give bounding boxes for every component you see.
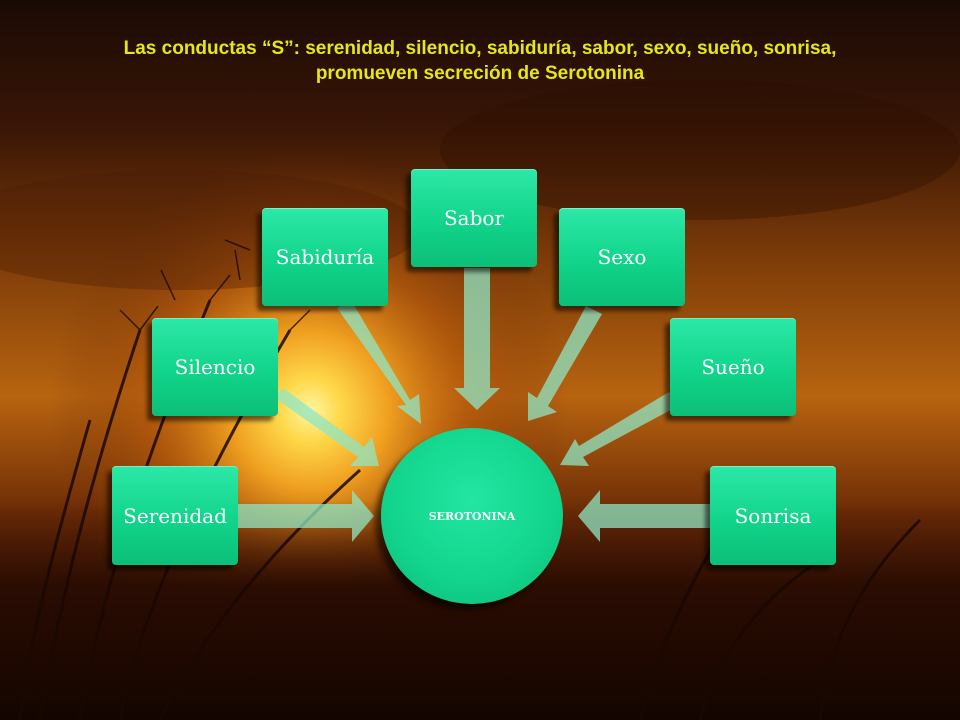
- node-label: Sabor: [443, 206, 505, 230]
- node-label: Sueño: [701, 355, 765, 379]
- arrow-sonrisa: [578, 490, 712, 542]
- center-node-serotonina: SEROTONINA: [381, 428, 563, 604]
- center-label: SEROTONINA: [428, 509, 516, 523]
- title-line-1: Las conductas “S”: serenidad, silencio, …: [123, 38, 837, 59]
- node-label: Sabiduría: [275, 245, 375, 269]
- arrow-sexo: [528, 306, 602, 421]
- arrow-sabiduria: [337, 300, 421, 424]
- node-sueno: Sueño: [670, 318, 796, 416]
- arrow-silencio: [275, 388, 379, 466]
- node-label: Sexo: [597, 245, 647, 269]
- page-title: Las conductas “S”: serenidad, silencio, …: [0, 36, 960, 86]
- node-silencio: Silencio: [152, 318, 278, 416]
- node-sexo: Sexo: [559, 208, 685, 306]
- arrow-serenidad: [237, 490, 374, 542]
- title-line-2: promueven secreción de Serotonina: [315, 63, 645, 84]
- node-sonrisa: Sonrisa: [710, 466, 836, 565]
- node-sabiduria: Sabiduría: [262, 208, 388, 306]
- node-label: Sonrisa: [734, 503, 812, 528]
- arrow-sabor: [454, 268, 500, 410]
- arrow-sueno: [560, 392, 678, 466]
- node-label: Serenidad: [123, 503, 227, 528]
- node-sabor: Sabor: [411, 169, 537, 267]
- node-serenidad: Serenidad: [112, 466, 238, 565]
- node-label: Silencio: [174, 355, 256, 379]
